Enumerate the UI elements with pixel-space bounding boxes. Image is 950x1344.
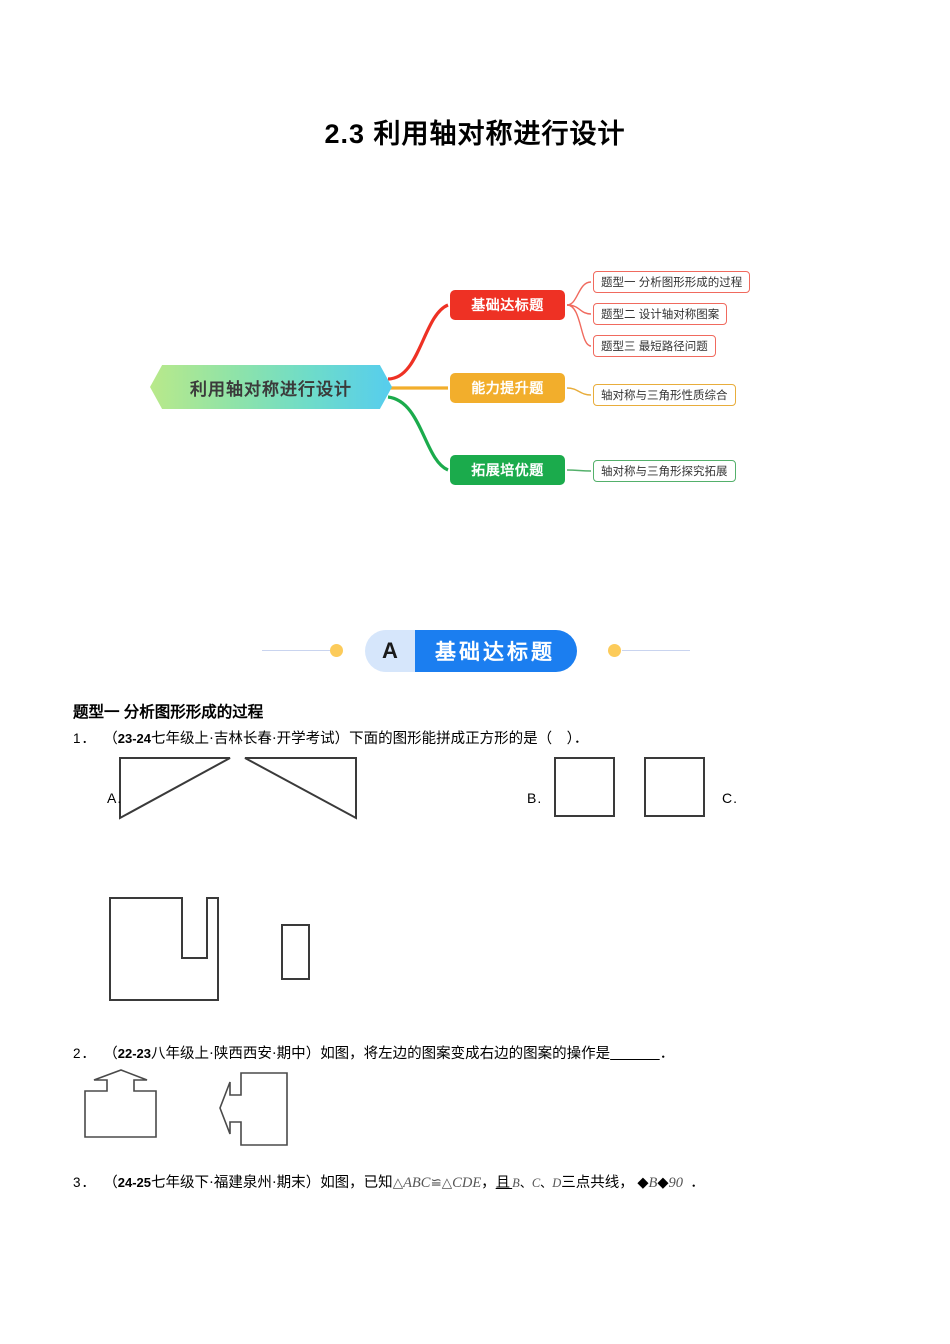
question-3-text: 3． （24-25七年级下·福建泉州·期末）如图，已知△ABC≌△CDE，且B、… bbox=[73, 1171, 705, 1192]
question-3-source-open: （ bbox=[103, 1175, 118, 1191]
page-title: 2.3 利用轴对称进行设计 bbox=[324, 119, 626, 149]
question-3-number: 3． bbox=[73, 1175, 97, 1190]
question-1-number: 1． bbox=[73, 731, 97, 746]
question-3-abc: ABC bbox=[403, 1175, 431, 1191]
question-2-text: 2． （22-23八年级上·陕西西安·期中）如图，将左边的图案变成右边的图案的操… bbox=[73, 1042, 674, 1063]
question-2-number: 2． bbox=[73, 1046, 97, 1061]
banner-label: 基础达标题 bbox=[415, 630, 577, 672]
q2-figure-right-left-arrow bbox=[219, 1072, 288, 1146]
q1-option-a-triangle-left bbox=[119, 757, 231, 820]
mindmap-leaf-exploration: 轴对称与三角形探究拓展 bbox=[593, 460, 736, 482]
mindmap-leaf-properties: 轴对称与三角形性质综合 bbox=[593, 384, 736, 406]
mindmap-diagram: 利用轴对称进行设计 基础达标题 能力提升题 拓展培优题 题型一 分析图形形成的过… bbox=[140, 255, 810, 515]
banner-line-left bbox=[262, 650, 330, 651]
banner-dot-left-icon bbox=[330, 644, 343, 657]
question-3-comma: ， bbox=[481, 1175, 496, 1191]
question-3-period: ． bbox=[690, 1175, 705, 1191]
question-3-congruent-icon: ≌ bbox=[430, 1175, 442, 1191]
question-3-sep-1: 、 bbox=[519, 1176, 532, 1190]
q2-figure-left-up-arrow bbox=[84, 1069, 157, 1138]
question-2-source-open: （ bbox=[103, 1046, 118, 1062]
question-2-source-close: ） bbox=[305, 1046, 321, 1062]
question-1-body: 下面的图形能拼成正方形的是（ ）． bbox=[349, 731, 589, 747]
question-3-point-b: B bbox=[512, 1176, 520, 1190]
banner-pill: A 基础达标题 bbox=[365, 630, 577, 672]
question-1-source-open: （ bbox=[103, 731, 118, 747]
question-3-angle-b: B bbox=[648, 1175, 658, 1191]
question-3-collinear: 三点共线， bbox=[561, 1175, 634, 1191]
q1-option-b-square-right bbox=[644, 757, 705, 817]
question-3-missing-glyph-2-icon: ◆ bbox=[657, 1175, 669, 1191]
q1-option-b-label: B. bbox=[527, 790, 543, 806]
banner-badge-letter: A bbox=[365, 630, 415, 672]
question-2-source-code: 22-23 bbox=[117, 1046, 152, 1061]
question-3-source-rest: 七年级下·福建泉州·期末 bbox=[151, 1175, 306, 1191]
question-2-body-end: ． bbox=[659, 1046, 675, 1062]
q1-option-a-label: A. bbox=[107, 790, 123, 806]
question-1-source-code: 23-24 bbox=[117, 731, 152, 746]
question-3-cde: CDE bbox=[452, 1175, 482, 1191]
question-3-source-close: ） bbox=[305, 1175, 321, 1191]
q1-option-a-triangle-right bbox=[244, 757, 357, 820]
mindmap-branch-improve: 能力提升题 bbox=[450, 373, 565, 403]
question-1-source-rest: 七年级上·吉林长春·开学考试 bbox=[151, 731, 335, 747]
question-3-triangle-2-icon: △ bbox=[441, 1175, 453, 1191]
q1-option-c-small-rectangle bbox=[281, 924, 310, 980]
question-1-source-close: ） bbox=[334, 731, 350, 747]
mindmap-branch-basic: 基础达标题 bbox=[450, 290, 565, 320]
q1-option-c-notched-square bbox=[109, 897, 219, 1001]
mindmap-leaf-type-3: 题型三 最短路径问题 bbox=[593, 335, 716, 357]
question-2-source-rest: 八年级上·陕西西安·期中 bbox=[151, 1046, 306, 1062]
question-3-qie: 且 bbox=[495, 1175, 513, 1191]
question-3-point-d: D bbox=[552, 1176, 562, 1190]
banner-dot-right-icon bbox=[608, 644, 621, 657]
banner-line-right bbox=[622, 650, 690, 651]
question-2-blank: ＿＿＿ bbox=[610, 1046, 660, 1062]
question-type-heading: 题型一 分析图形形成的过程 bbox=[73, 704, 264, 721]
question-3-degree-value: 90 bbox=[668, 1175, 684, 1191]
q1-option-c-label: C. bbox=[722, 790, 738, 806]
section-banner: A 基础达标题 bbox=[0, 619, 950, 679]
mindmap-center-node: 利用轴对称进行设计 bbox=[150, 365, 392, 409]
question-3-missing-glyph-1-icon: ◆ bbox=[637, 1175, 649, 1191]
question-2-body: 如图，将左边的图案变成右边的图案的操作是 bbox=[320, 1046, 611, 1062]
question-1-text: 1． （23-24七年级上·吉林长春·开学考试）下面的图形能拼成正方形的是（ ）… bbox=[73, 727, 588, 748]
question-3-triangle-1-icon: △ bbox=[392, 1175, 404, 1191]
mindmap-leaf-type-1: 题型一 分析图形形成的过程 bbox=[593, 271, 751, 293]
question-3-body-before: 如图，已知 bbox=[320, 1175, 393, 1191]
question-3-sep-2: 、 bbox=[540, 1176, 553, 1190]
mindmap-branch-expand: 拓展培优题 bbox=[450, 455, 565, 485]
mindmap-leaf-type-2: 题型二 设计轴对称图案 bbox=[593, 303, 728, 325]
question-3-source-code: 24-25 bbox=[117, 1175, 152, 1190]
mindmap-connectors bbox=[387, 281, 592, 472]
question-3-point-c: C bbox=[531, 1176, 541, 1190]
q1-option-b-square-left bbox=[554, 757, 615, 817]
